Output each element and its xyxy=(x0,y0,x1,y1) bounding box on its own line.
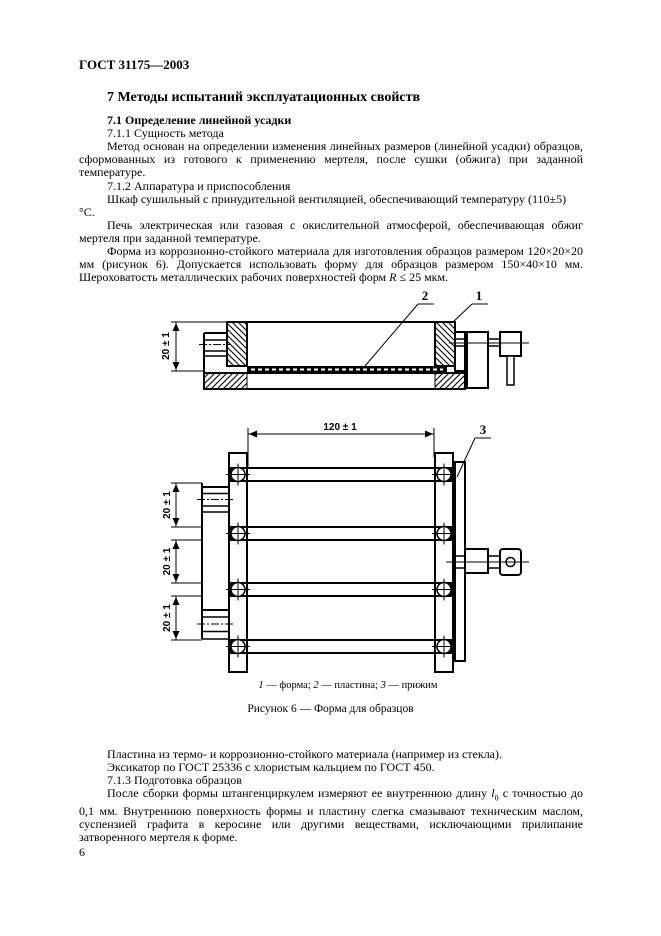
part-number-2: 2 xyxy=(422,288,429,303)
clause-7-1-2-heading: 7.1.2 Аппаратура и приспособления xyxy=(107,178,291,193)
dim-label-length: 120 ± 1 xyxy=(323,422,357,433)
section-text: 7 Методы испытаний эксплуатационных свой… xyxy=(79,90,583,285)
left-end-plate xyxy=(228,452,248,673)
paragraph-cabinet: Шкаф сушильный с принудительной вентиляц… xyxy=(79,191,567,219)
length-symbol-subscript: 0 xyxy=(494,793,499,803)
partition-bars xyxy=(230,467,452,654)
paragraph-assembly-text: После сборки формы штангенциркулем измер… xyxy=(107,786,492,801)
part-label-2: 2 xyxy=(364,288,434,367)
clamp-screw-side xyxy=(449,331,529,389)
length-symbol: l xyxy=(491,786,495,801)
paragraph-plate: Пластина из термо- и коррозионно-стойког… xyxy=(107,747,502,761)
section-heading: 7 Методы испытаний эксплуатационных свой… xyxy=(107,90,421,105)
dimension-height: 20 ± 1 xyxy=(161,322,204,372)
part-label-1: 1 xyxy=(451,288,488,324)
paragraph-desiccator: Эксикатор по ГОСТ 25336 с хлористым каль… xyxy=(107,760,435,775)
legend-num-2: 2 xyxy=(313,680,319,691)
dim-label-cavity-2: 20 ± 1 xyxy=(162,547,173,575)
paragraph-form: Форма из коррозионно-стойкого материала … xyxy=(79,244,583,285)
legend-text-3: — прижим xyxy=(385,680,438,691)
after-figure-text: Пластина из термо- и коррозионно-стойког… xyxy=(79,747,583,844)
mold-base xyxy=(203,372,466,390)
plan-view: 120 ± 1 20 ± 1 20 ± 1 xyxy=(162,422,529,673)
paragraph-assembly-tail: с точностью до 0,1 мм. Внутреннюю поверх… xyxy=(79,786,583,844)
part-number-1: 1 xyxy=(476,288,483,303)
spring-brackets-plan xyxy=(197,483,233,640)
dim-label-cavity-1: 20 ± 1 xyxy=(162,491,173,519)
clamp-screw-plan xyxy=(446,548,529,576)
paragraph-assembly: После сборки формы штангенциркулем измер… xyxy=(79,787,583,844)
bolt-holes xyxy=(226,463,456,658)
legend-num-3: 3 xyxy=(380,680,386,691)
dim-label-height: 20 ± 1 xyxy=(161,332,172,360)
figure-legend: 1 — форма; 2 — пластина; 3 — прижим xyxy=(40,680,656,691)
standard-number-header: ГОСТ 31175—2003 xyxy=(79,57,190,72)
dimension-length: 120 ± 1 xyxy=(247,422,435,467)
paragraph-form-text: Форма из коррозионно-стойкого материала … xyxy=(79,244,583,285)
part-label-3: 3 xyxy=(456,422,491,478)
clause-7-1-1-heading: 7.1.1 Сущность метода xyxy=(107,126,224,141)
roughness-symbol: R xyxy=(389,270,397,285)
mold-walls xyxy=(226,321,456,367)
clause-7-1-3-heading: 7.1.3 Подготовка образцов xyxy=(107,773,242,788)
paragraph-furnace: Печь электрическая или газовая с окислит… xyxy=(79,217,583,245)
paragraph-form-tail: ≤ 25 мкм. xyxy=(396,270,449,285)
dimension-cavities: 20 ± 1 20 ± 1 20 ± 1 xyxy=(162,482,202,641)
subsection-7-1-heading: 7.1 Определение линейной усадки xyxy=(107,113,292,128)
spring-bracket-side xyxy=(199,332,231,373)
legend-num-1: 1 xyxy=(258,680,264,691)
part-number-3: 3 xyxy=(480,422,487,437)
side-section-view: 20 ± 1 2 xyxy=(161,288,529,390)
legend-text-2: — пластина; xyxy=(318,680,381,691)
figure-caption: Рисунок 6 — Форма для образцов xyxy=(247,703,414,715)
page-number: 6 xyxy=(79,845,85,859)
figure-6-drawing: 20 ± 1 2 xyxy=(161,288,529,673)
plate-part xyxy=(247,366,447,373)
paragraph-method: Метод основан на определении изменения л… xyxy=(79,139,583,180)
legend-text-1: — форма; xyxy=(263,680,314,691)
dim-label-cavity-3: 20 ± 1 xyxy=(162,604,173,632)
